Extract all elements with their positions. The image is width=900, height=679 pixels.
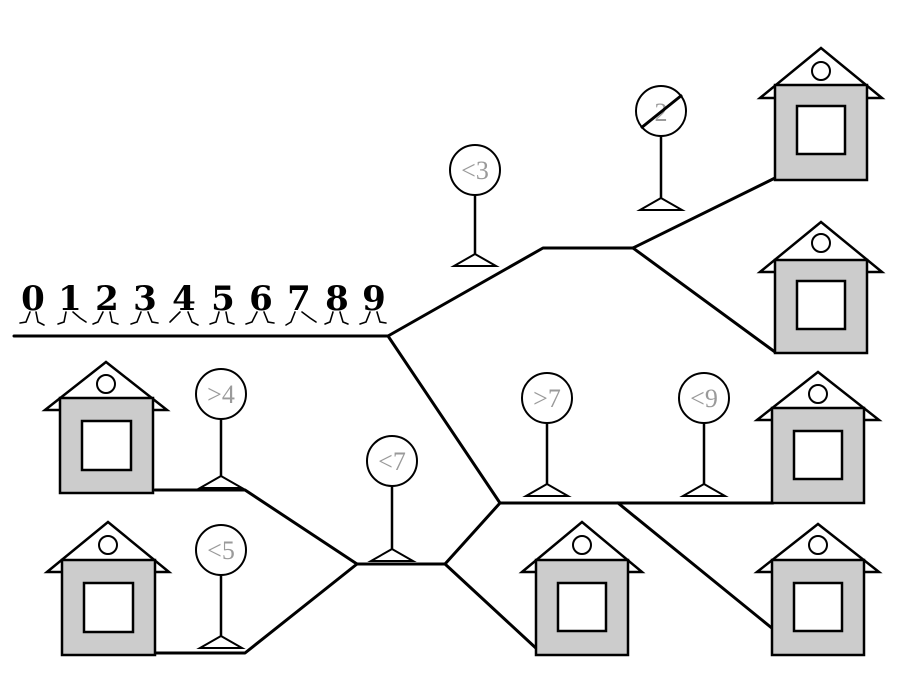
walking-digits: 0 1 2 3 4 5 6 7 — [19, 279, 387, 326]
house-bottom-right — [753, 522, 883, 657]
sign-less-than-3: <3 — [449, 144, 501, 267]
house-window — [80, 419, 133, 472]
road-to-left-lower-house — [153, 562, 359, 655]
digit-legs — [209, 311, 235, 325]
sign-base — [196, 474, 246, 489]
house-window — [556, 581, 608, 633]
walking-digit-0: 0 — [19, 279, 45, 326]
digit-label: 8 — [325, 279, 349, 319]
house-window — [82, 581, 135, 634]
digit-legs — [19, 311, 45, 326]
house-right-second — [756, 220, 886, 355]
walking-digit-8: 8 — [324, 279, 349, 325]
sign-base — [450, 252, 500, 267]
house-right-third — [753, 370, 883, 505]
house-body — [773, 258, 869, 355]
digit-legs — [92, 311, 119, 325]
house-left-upper — [41, 360, 171, 495]
road-upper-branch — [386, 246, 635, 338]
attic-window — [96, 374, 116, 394]
attic-window — [572, 535, 592, 555]
sign-not-2: 2 — [635, 85, 687, 211]
digit-legs — [169, 311, 199, 326]
house-window — [792, 429, 844, 481]
houses — [41, 46, 886, 657]
sign-base — [522, 482, 572, 497]
digit-legs — [359, 311, 387, 325]
digit-label: 2 — [95, 279, 119, 319]
sign-base — [679, 482, 729, 497]
walking-digit-5: 5 — [209, 279, 235, 325]
digit-label: 7 — [287, 279, 311, 319]
sign-greater-than-7: >7 — [521, 372, 573, 497]
sign-label: <7 — [378, 447, 406, 476]
sign-greater-than-4: >4 — [195, 368, 247, 489]
house-body — [534, 558, 630, 657]
digit-label: 1 — [58, 279, 82, 319]
sign-disc — [366, 435, 418, 487]
walking-digit-7: 7 — [285, 279, 317, 326]
attic-window — [811, 61, 831, 81]
house-top-right — [756, 46, 886, 182]
house-window — [792, 581, 844, 633]
digit-label: 6 — [249, 279, 273, 319]
sign-less-than-7: <7 — [366, 435, 418, 562]
digit-label: 5 — [211, 279, 235, 319]
digit-legs — [324, 311, 349, 325]
attic-window — [811, 233, 831, 253]
digit-legs — [285, 311, 317, 326]
sign-base — [367, 547, 417, 562]
cross-out-slash — [640, 93, 683, 130]
house-window — [795, 279, 847, 331]
digit-label: 4 — [172, 279, 196, 319]
digit-legs — [130, 311, 159, 325]
sign-less-than-5: <5 — [195, 524, 247, 649]
attic-window — [98, 535, 118, 555]
attic-window — [808, 384, 828, 404]
sign-label: >7 — [533, 384, 561, 413]
digit-label: 3 — [133, 279, 157, 319]
walking-digit-1: 1 — [57, 279, 87, 325]
road-network — [12, 176, 777, 655]
sign-label: <5 — [207, 536, 235, 565]
walking-digit-4: 4 — [169, 279, 199, 326]
road-lower-branch — [355, 501, 502, 566]
road-to-top-house — [631, 176, 777, 250]
road-signs: <3 2 >4 <7 >7 — [195, 85, 730, 649]
digit-legs — [245, 311, 275, 325]
walking-digit-9: 9 — [359, 279, 387, 325]
sign-label: <3 — [461, 156, 489, 185]
sign-disc — [449, 144, 501, 196]
house-window — [795, 104, 847, 156]
sign-base — [636, 196, 686, 211]
road-to-second-house — [631, 246, 777, 354]
sign-disc — [678, 372, 730, 424]
digit-legs — [57, 311, 87, 325]
sign-disc — [195, 524, 247, 576]
road-to-bottom-right-house — [616, 501, 775, 631]
road-to-center-bottom-house — [443, 562, 540, 652]
digit-label: 9 — [362, 279, 386, 319]
sign-label: <9 — [690, 384, 718, 413]
attic-window — [808, 535, 828, 555]
walking-digit-3: 3 — [130, 279, 159, 325]
sign-disc — [195, 368, 247, 420]
sign-base — [196, 634, 246, 649]
digit-label: 0 — [21, 279, 45, 319]
house-left-lower — [43, 520, 173, 657]
house-bottom-center — [518, 520, 646, 657]
sign-label: >4 — [207, 380, 235, 409]
walking-digit-6: 6 — [245, 279, 275, 325]
sign-disc — [521, 372, 573, 424]
sign-less-than-9: <9 — [678, 372, 730, 497]
walking-digit-2: 2 — [92, 279, 119, 325]
road-to-left-upper-house — [153, 488, 359, 566]
